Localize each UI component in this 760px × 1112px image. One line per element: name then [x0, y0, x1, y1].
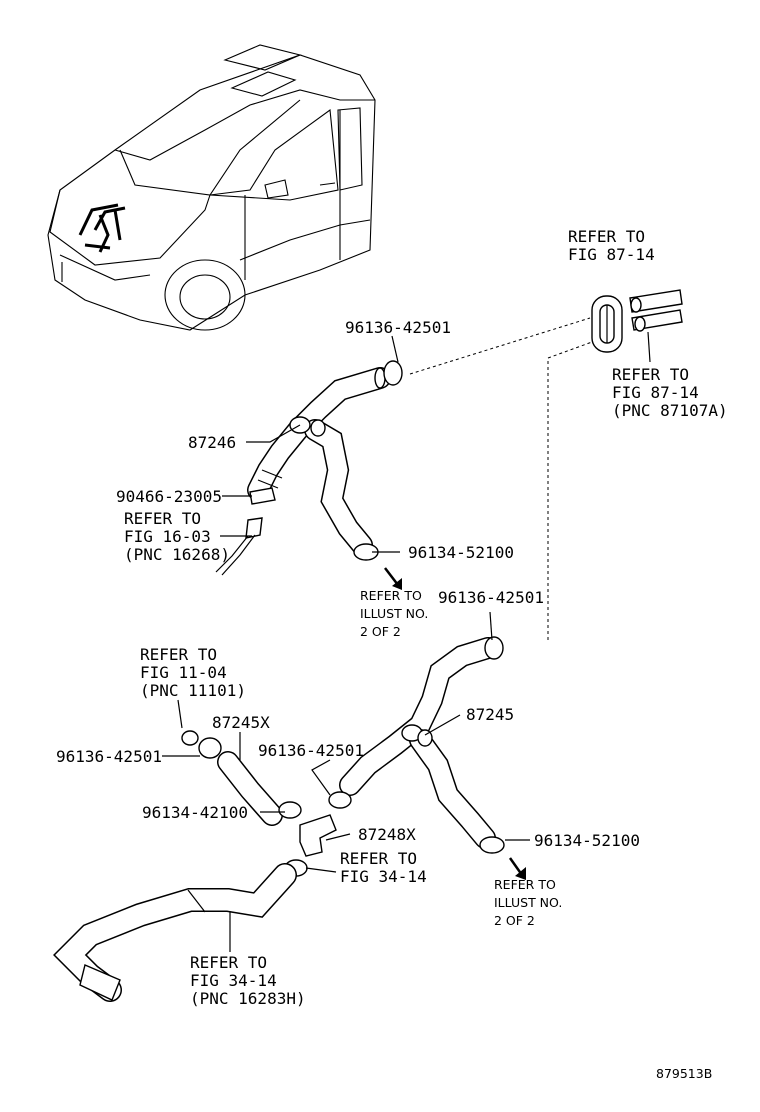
grommet-assembly [591, 289, 683, 353]
part-number-87248x: 87248X [358, 825, 416, 844]
refer-text-line2: FIG 34-14 [340, 867, 427, 886]
part-number-87245: 87245 [466, 705, 514, 724]
pipe-87248x [53, 814, 337, 1002]
refer-text-line3: 2 OF 2 [360, 624, 401, 639]
vehicle-illustration [47, 44, 376, 331]
refer-illust-a: REFER TO ILLUST NO. 2 OF 2 [360, 588, 428, 639]
refer-text-line2: FIG 16-03 [124, 527, 211, 546]
refer-fig-87-14-top: REFER TO FIG 87-14 [568, 227, 655, 264]
refer-text-line3: (PNC 16268) [124, 545, 230, 564]
part-number-96134-52100-a: 96134-52100 [408, 543, 514, 562]
refer-fig-11-04: REFER TO FIG 11-04 (PNC 11101) [140, 645, 246, 700]
refer-text-line2: FIG 11-04 [140, 663, 227, 682]
refer-text-line3: 2 OF 2 [494, 913, 535, 928]
hose-87245 [339, 636, 526, 880]
refer-text-line1: REFER TO [494, 877, 556, 892]
refer-text-line3: (PNC 11101) [140, 681, 246, 700]
refer-text-line3: (PNC 16283H) [190, 989, 306, 1008]
refer-fig-16-03: REFER TO FIG 16-03 (PNC 16268) [124, 509, 230, 564]
part-number-96136-42501-a: 96136-42501 [345, 318, 451, 337]
refer-text-line1: REFER TO [124, 509, 201, 528]
refer-text-line1: REFER TO [612, 365, 689, 384]
dashed-link-lower [547, 341, 593, 640]
refer-illust-b: REFER TO ILLUST NO. 2 OF 2 [494, 877, 562, 928]
refer-text-line2: FIG 87-14 [612, 383, 699, 402]
refer-text-line2: ILLUST NO. [494, 895, 562, 910]
leader-lines [162, 331, 651, 952]
hose-87245x [181, 730, 352, 826]
refer-text-line2: FIG 34-14 [190, 971, 277, 990]
refer-fig-87-14-pnc: REFER TO FIG 87-14 (PNC 87107A) [612, 365, 728, 420]
refer-text-line2: FIG 87-14 [568, 245, 655, 264]
part-number-96134-42100: 96134-42100 [142, 803, 248, 822]
refer-text-line1: REFER TO [140, 645, 217, 664]
refer-text-line1: REFER TO [190, 953, 267, 972]
refer-fig-34-14-pnc: REFER TO FIG 34-14 (PNC 16283H) [190, 953, 306, 1008]
part-number-96134-52100-b: 96134-52100 [534, 831, 640, 850]
diagram-code: 879513B [656, 1066, 712, 1081]
part-number-87245x: 87245X [212, 713, 270, 732]
refer-text-line1: REFER TO [340, 849, 417, 868]
refer-fig-34-14: REFER TO FIG 34-14 [340, 849, 427, 886]
part-number-96136-42501-d: 96136-42501 [258, 741, 364, 760]
refer-text-line1: REFER TO [360, 588, 422, 603]
dashed-link-upper [409, 317, 591, 375]
part-number-96136-42501-b: 96136-42501 [438, 588, 544, 607]
part-number-96136-42501-c: 96136-42501 [56, 747, 162, 766]
part-number-87246: 87246 [188, 433, 236, 452]
refer-text-line2: ILLUST NO. [360, 606, 428, 621]
part-number-90466-23005: 90466-23005 [116, 487, 222, 506]
hose-87246 [215, 360, 403, 590]
refer-text-line1: REFER TO [568, 227, 645, 246]
refer-text-line3: (PNC 87107A) [612, 401, 728, 420]
